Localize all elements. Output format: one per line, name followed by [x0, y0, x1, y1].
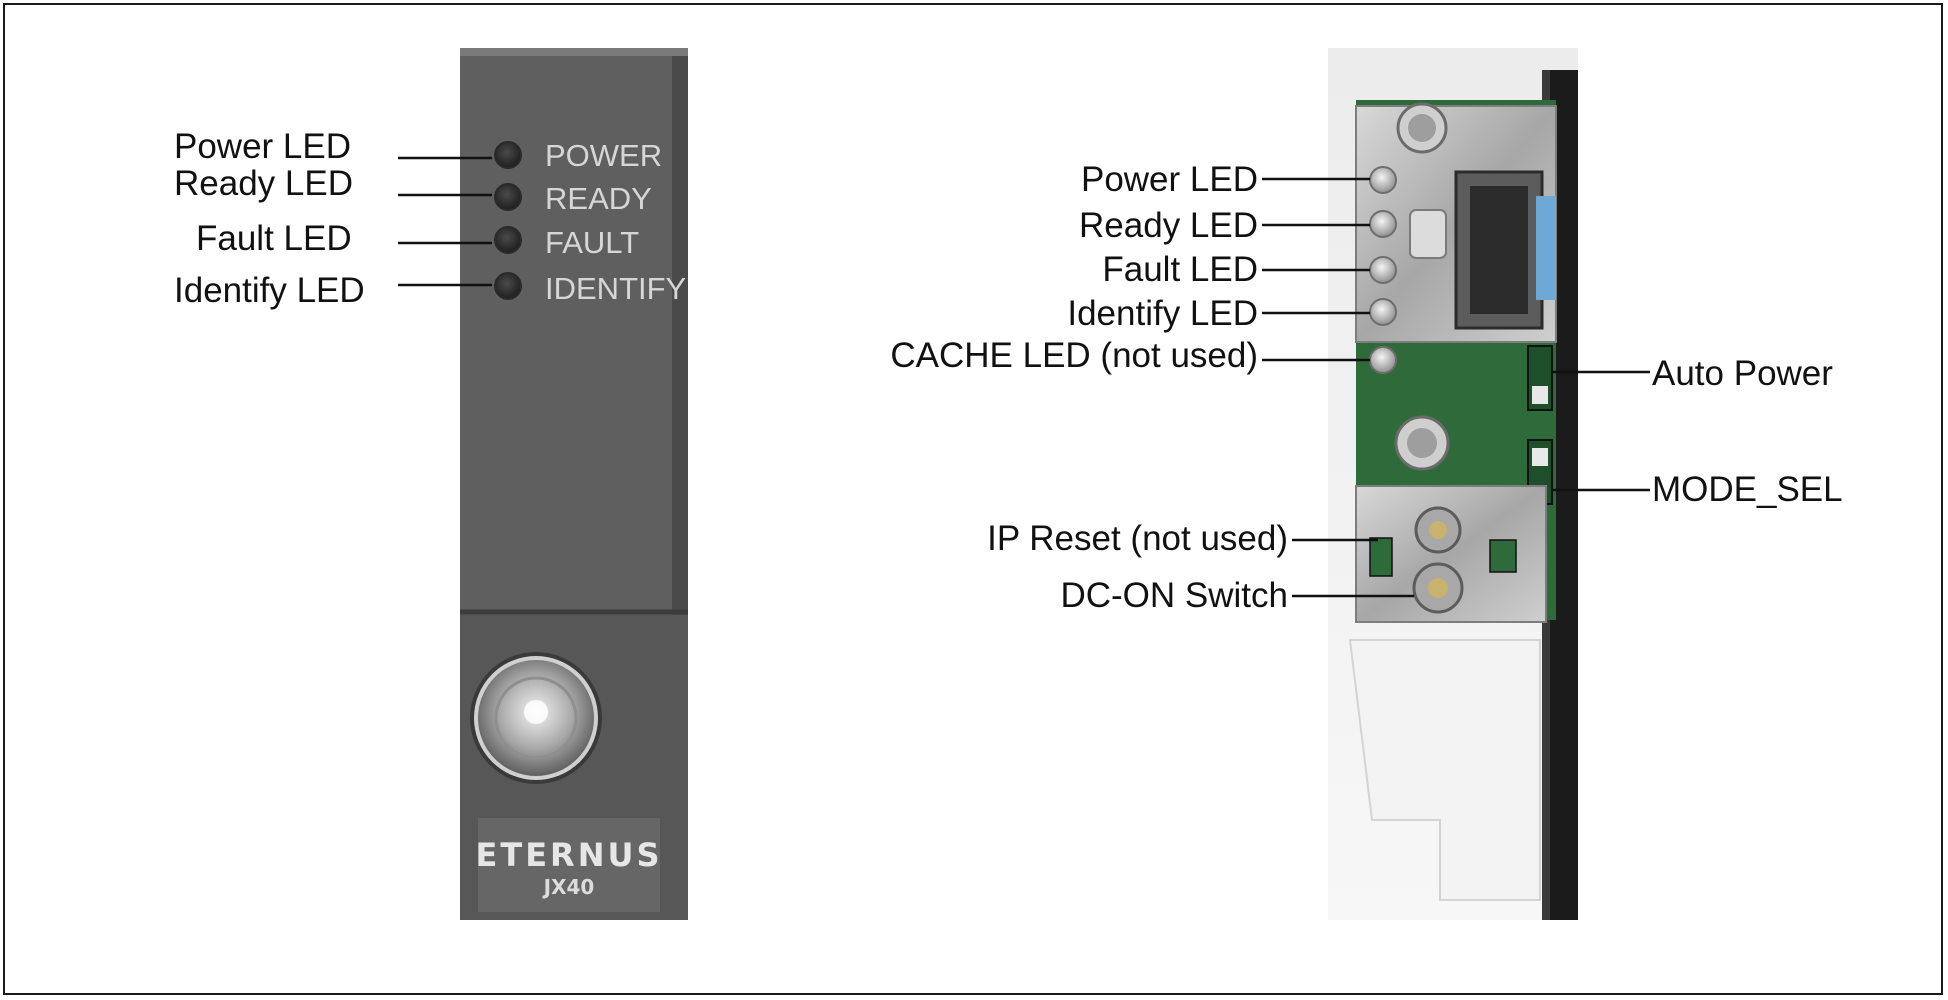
callout-right-auto-power: Auto Power — [1652, 354, 1833, 393]
brand-logo: ETERNUS — [476, 836, 663, 874]
bezel-top-edge — [460, 48, 688, 56]
left-bezel-photo: POWER READY FAULT IDENTIFY ETERNUS JX40 — [460, 48, 688, 920]
figure-border — [3, 3, 1943, 995]
right-board-photo — [1328, 48, 1578, 920]
model-label: JX40 — [542, 875, 595, 899]
board-identify-led-icon — [1369, 298, 1397, 326]
identify-led-icon — [494, 272, 522, 300]
mode-sel-switch-lever — [1532, 448, 1548, 466]
fault-led-icon — [494, 226, 522, 254]
connector-inner — [1470, 186, 1528, 314]
ip-reset-button-core — [1429, 521, 1447, 539]
panel-label-fault: FAULT — [545, 225, 639, 260]
callout-left-power-led: Power LED — [174, 127, 351, 166]
callout-right-ip-reset: IP Reset (not used) — [987, 519, 1288, 558]
power-button-ring — [494, 676, 578, 760]
small-chip-right — [1489, 539, 1517, 573]
ribbon-cable — [1536, 196, 1556, 300]
callout-right-ready-led: Ready LED — [1079, 206, 1258, 245]
board-ready-led-icon — [1369, 210, 1397, 238]
callout-left-fault-led: Fault LED — [196, 219, 352, 258]
plastic-latch — [1348, 639, 1541, 901]
callout-right-power-led: Power LED — [1081, 160, 1258, 199]
brand-plate — [478, 818, 660, 912]
callout-left-ready-led: Ready LED — [174, 164, 353, 203]
auto-power-switch-lever — [1532, 386, 1548, 404]
callout-left-identify-led: Identify LED — [174, 271, 365, 310]
light-pipe-block — [1409, 209, 1447, 259]
callout-right-fault-led: Fault LED — [1102, 250, 1258, 289]
panel-label-ready: READY — [545, 181, 652, 216]
callout-right-mode-sel: MODE_SEL — [1652, 470, 1843, 509]
power-button-glint — [524, 700, 548, 724]
board-fault-led-icon — [1369, 256, 1397, 284]
panel-label-identify: IDENTIFY — [545, 271, 686, 306]
middle-screw-head — [1407, 428, 1437, 458]
callout-right-identify-led: Identify LED — [1067, 294, 1258, 333]
board-cache-led-icon — [1369, 346, 1397, 374]
power-led-icon — [494, 141, 522, 169]
ready-led-icon — [494, 183, 522, 211]
top-screw-head — [1408, 114, 1436, 142]
board-power-led-icon — [1369, 166, 1397, 194]
small-chip-left — [1369, 537, 1393, 577]
panel-label-power: POWER — [545, 138, 662, 173]
callout-right-dc-on-switch: DC-ON Switch — [1060, 576, 1288, 615]
dc-on-switch-core — [1428, 578, 1448, 598]
callout-right-cache-led: CACHE LED (not used) — [890, 336, 1258, 375]
